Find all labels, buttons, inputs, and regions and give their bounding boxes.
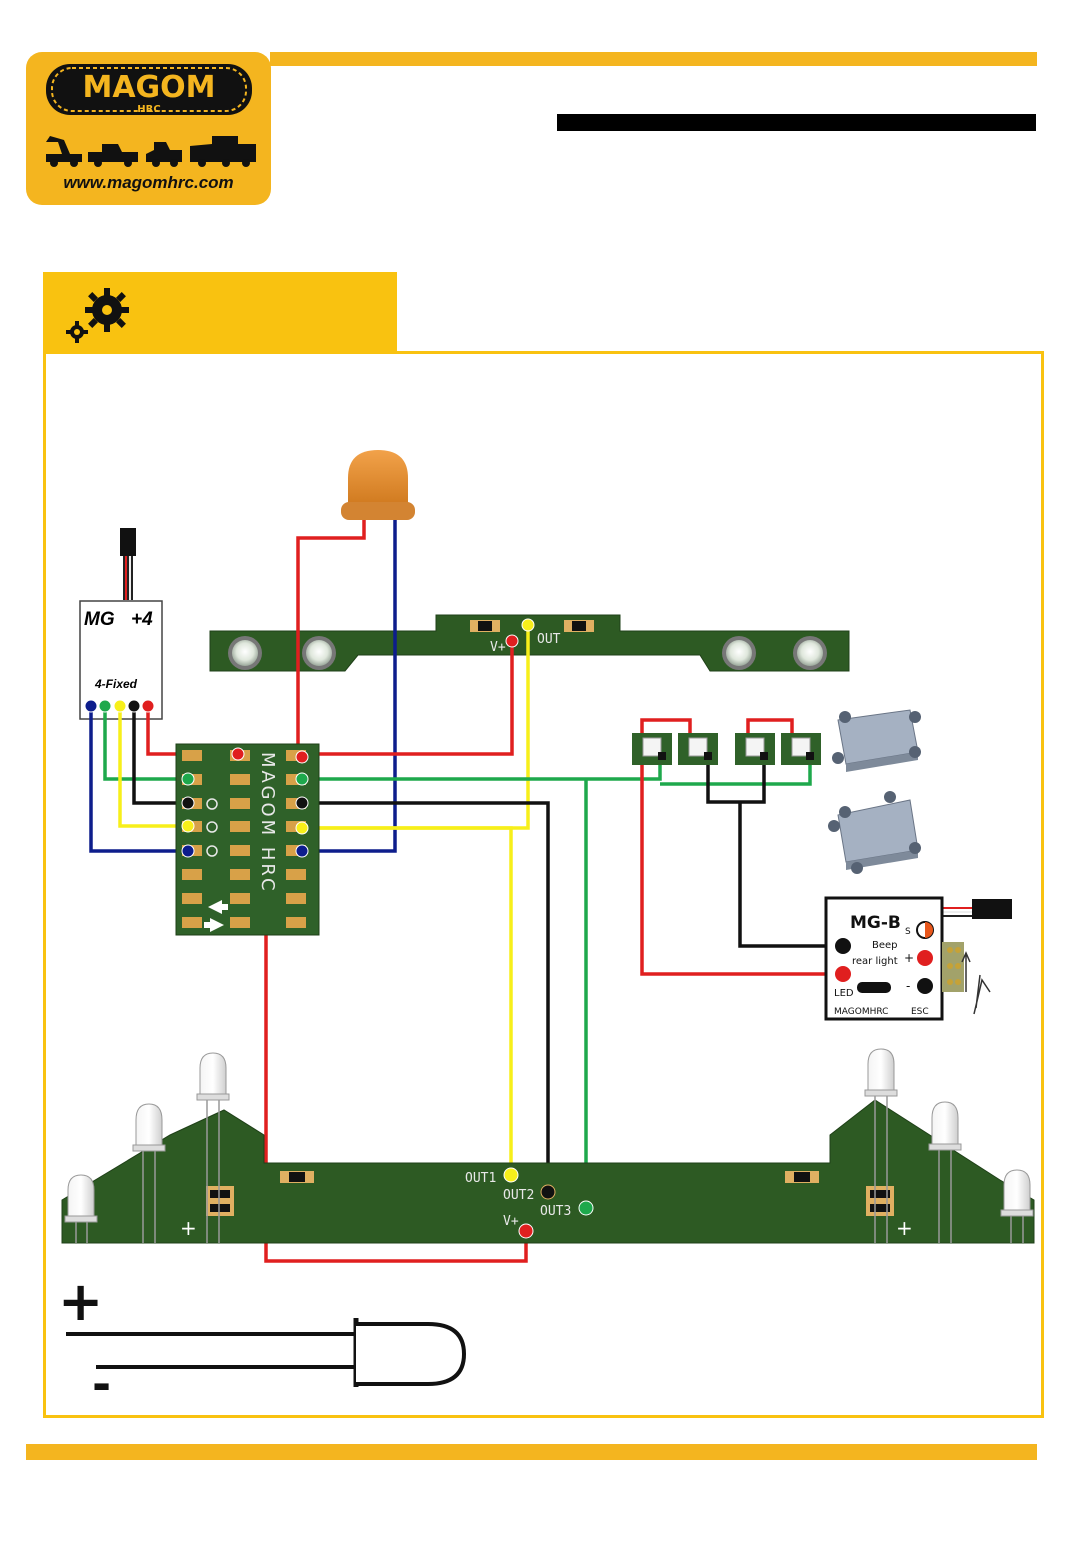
- bottom-bar-resistor-3: [206, 1186, 234, 1216]
- mgb-brand-label: MAGOMHRC: [834, 1007, 888, 1017]
- bottom-bar-resistor-2: [785, 1171, 819, 1183]
- mgb-connector: [972, 899, 1012, 919]
- top-bar-v-dot: [506, 635, 518, 647]
- module-variant: +4: [131, 609, 153, 630]
- push-button-2: [678, 733, 718, 765]
- push-button-3: [735, 733, 775, 765]
- top-bar-out-dot: [522, 619, 534, 631]
- bottom-v-label: V+: [503, 1214, 519, 1229]
- bottom-bar-resistor-1: [280, 1171, 314, 1183]
- top-bar-resistor-2: [564, 620, 594, 632]
- module-connection-dots: [85, 700, 154, 712]
- mgb-pin-minus: [917, 978, 933, 994]
- mgb-beep-label: Beep: [872, 940, 898, 951]
- mg-plus4-module: MG +4 4-Fixed: [80, 528, 162, 719]
- push-buttons: [632, 733, 821, 765]
- module-mode: 4-Fixed: [94, 677, 138, 691]
- bottom-out2-label: OUT2: [503, 1188, 534, 1203]
- bottom-bar-resistor-4: [866, 1186, 894, 1216]
- top-led-left-1: [228, 636, 262, 670]
- wire-red-mgb: [642, 760, 843, 974]
- module-name: MG: [84, 609, 115, 630]
- module-connector: [120, 528, 136, 556]
- push-button-4: [781, 733, 821, 765]
- top-led-right-1: [722, 636, 756, 670]
- magom-controller: MAGOM HRC: [176, 744, 319, 935]
- wire-button-black: [708, 760, 764, 802]
- switch-component-1: [832, 710, 921, 772]
- led-polarity-legend: + -: [58, 1270, 464, 1411]
- bottom-out1-label: OUT1: [465, 1171, 496, 1186]
- bottom-plus-right: +: [896, 1216, 913, 1240]
- mgb-mini-logo: [857, 982, 891, 993]
- wire-yellow-out1: [302, 828, 511, 1175]
- bottom-out3-label: OUT3: [540, 1204, 571, 1219]
- orange-beacon: [341, 450, 415, 520]
- mg-b-module: MG-B S + - Beep rear light LED ESC MAGOM…: [826, 898, 1012, 1019]
- mgb-pin-black: [835, 938, 851, 954]
- top-bar-resistor-1: [470, 620, 500, 632]
- mgb-title: MG-B: [850, 913, 901, 933]
- top-bar-v-label: V+: [490, 640, 506, 655]
- top-bar-out-label: OUT: [537, 632, 561, 647]
- pin-header: [942, 942, 990, 1014]
- mgb-rear-light-label: rear light: [852, 956, 898, 967]
- switch-component-2: [828, 791, 921, 874]
- mgb-plus-label: +: [904, 951, 914, 965]
- wire-green-buttons: [302, 758, 660, 779]
- top-led-right-2: [793, 636, 827, 670]
- push-button-1: [632, 733, 672, 765]
- controller-brand: MAGOM HRC: [257, 752, 278, 894]
- legend-plus: +: [58, 1270, 103, 1333]
- mgb-s-label: S: [905, 927, 911, 937]
- mgb-minus-label: -: [906, 979, 910, 993]
- mgb-led-label: LED: [834, 988, 854, 999]
- mgb-esc-label: ESC: [911, 1007, 929, 1017]
- top-led-left-2: [302, 636, 336, 670]
- mgb-pin-red: [835, 966, 851, 982]
- bottom-plus-left: +: [180, 1216, 197, 1240]
- mgb-pin-plus: [917, 950, 933, 966]
